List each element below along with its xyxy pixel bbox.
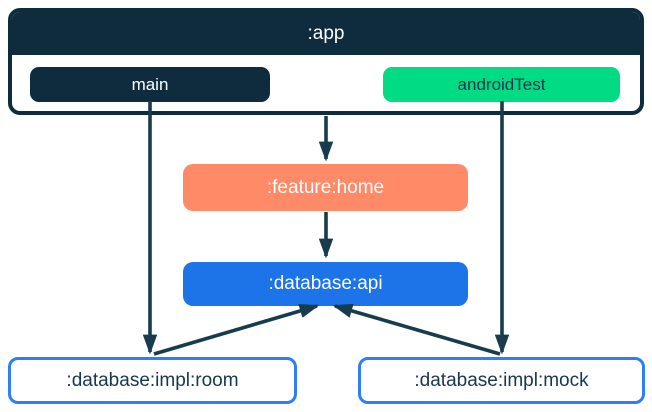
node-database-impl-mock: :database:impl:mock (358, 357, 645, 404)
node-source-set-main: main (30, 67, 270, 102)
node-feature-home: :feature:home (183, 164, 468, 211)
edge-impl-room-to-database-api (153, 303, 320, 356)
node-app-container: :app main androidTest (8, 8, 644, 115)
node-app-label: :app (12, 12, 640, 55)
node-database-api: :database:api (183, 262, 468, 306)
edge-impl-mock-to-database-api (332, 303, 501, 356)
node-source-set-androidtest: androidTest (383, 67, 620, 102)
node-database-impl-room: :database:impl:room (8, 357, 297, 404)
